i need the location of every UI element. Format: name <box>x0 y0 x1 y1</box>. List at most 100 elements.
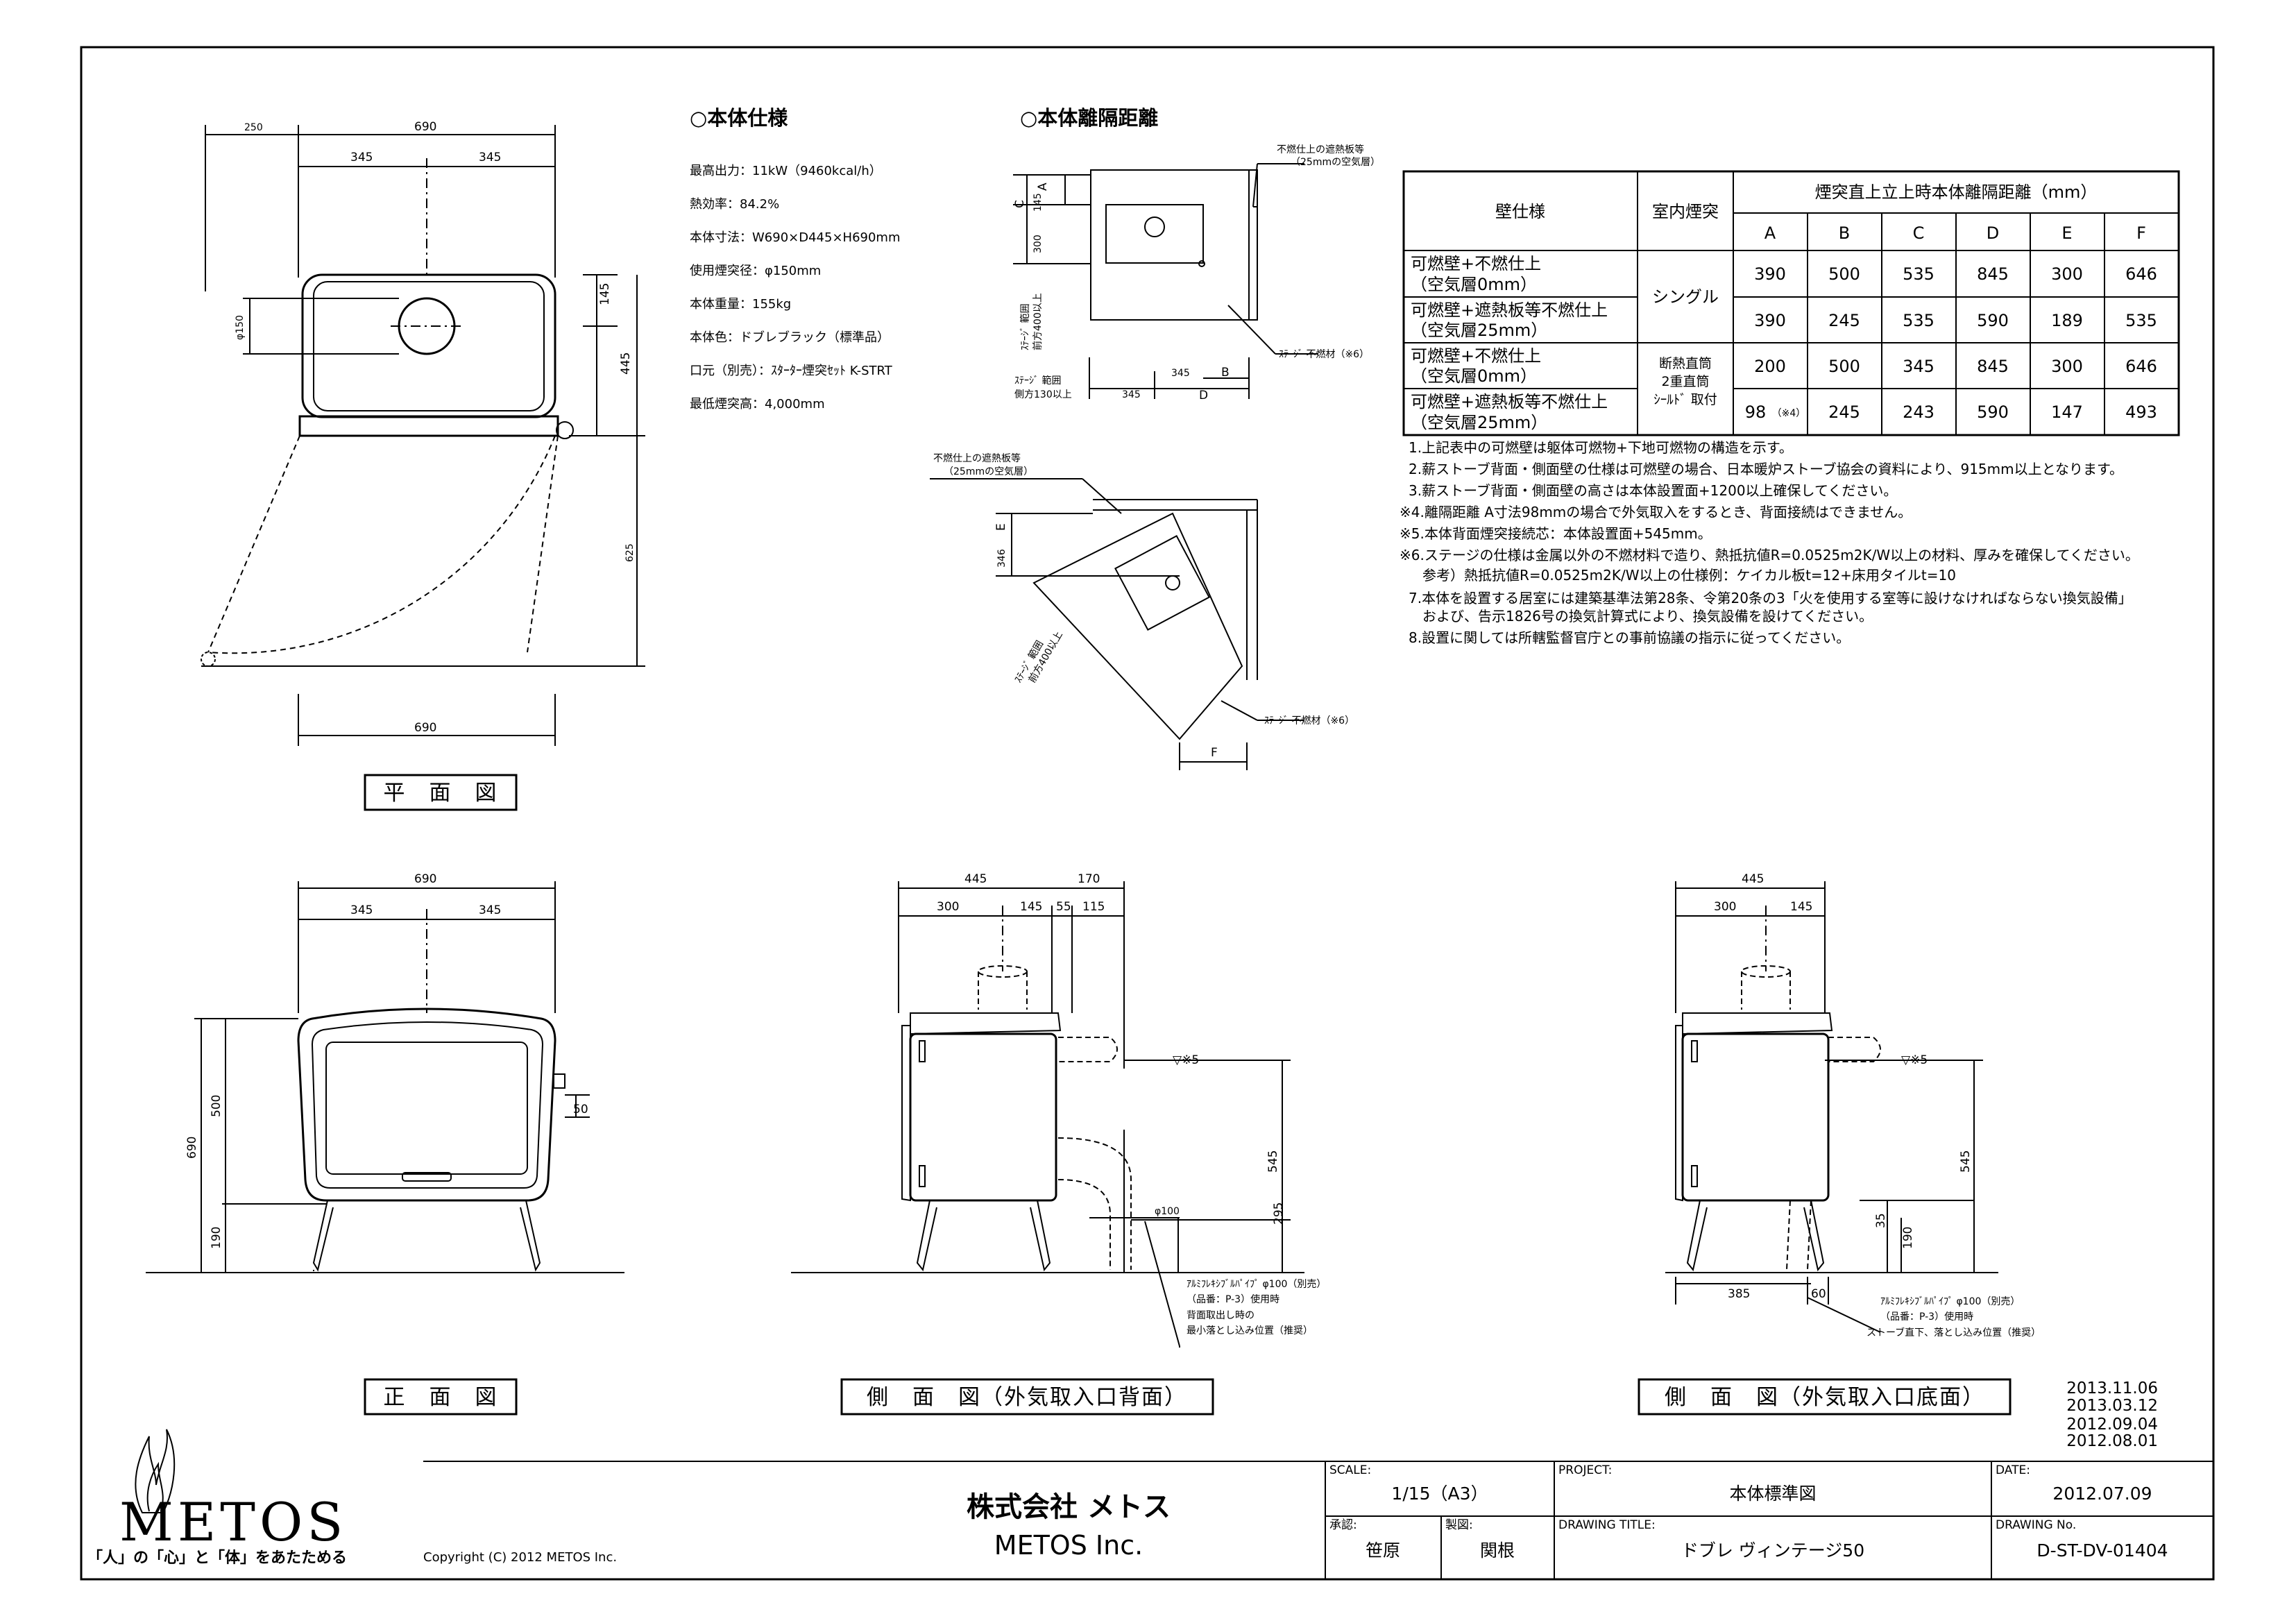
dim-label: 345 <box>1171 368 1190 379</box>
row-wall: （空気層0mm） <box>1411 275 1537 294</box>
front-view-label: 正 面 図 <box>384 1385 498 1410</box>
dim-label: 300 <box>937 900 959 914</box>
mark-5: ▽※5 <box>1901 1053 1928 1067</box>
dim-label: 345 <box>479 903 501 917</box>
th-col: E <box>2061 223 2072 243</box>
table-cell: 300 <box>2051 357 2083 376</box>
dim-label: E <box>994 523 1008 531</box>
table-cell: 245 <box>1828 402 1860 422</box>
th-col: D <box>1987 223 1999 243</box>
spec-line: 最高出力：11kW（9460kcal/h） <box>690 164 882 178</box>
plan-dims: 250 690 345 345 145 445 625 φ150 690 平 面… <box>235 120 636 806</box>
pipe-note: 最小落とし込み位置（推奨） <box>1187 1325 1313 1336</box>
table-text: 壁仕様 室内煙突 煙突直上立上時本体離隔距離（mm） A B C D E F 可… <box>1411 182 2157 432</box>
note-line: 8.設置に関しては所轄監督官庁との事前協議の指示に従ってください。 <box>1409 629 1850 646</box>
table-cell: 535 <box>2125 311 2157 330</box>
title-block: SCALE: 1/15（A3） PROJECT: 本体標準図 DATE: 201… <box>423 1463 2168 1565</box>
clearance-straight <box>1013 163 1318 399</box>
metos-logo: METOS 「人」の「心」と「体」をあたためる <box>87 1429 347 1567</box>
table-cell: 243 <box>1903 402 1934 422</box>
spec-line: 最低煙突高：4,000mm <box>690 397 825 411</box>
row-wall: （空気層25mm） <box>1411 413 1547 432</box>
approved-label: 承認: <box>1329 1518 1357 1532</box>
dim-label: 345 <box>350 151 373 164</box>
th-col: F <box>2136 223 2146 243</box>
dim-label: 35 <box>1874 1213 1888 1228</box>
row-wall: 可燃壁+不燃仕上 <box>1411 254 1541 273</box>
cell-chimney: 断熱直筒 <box>1659 356 1712 371</box>
pipe-note: 背面取出し時の <box>1187 1310 1255 1321</box>
spec-line: 使用煙突径：φ150mm <box>690 264 821 278</box>
side-view-bottom-label: 側 面 図（外気取入口底面） <box>1665 1385 1985 1410</box>
revision-date: 2012.09.04 <box>2066 1416 2158 1434</box>
revision-date: 2013.03.12 <box>2066 1397 2158 1415</box>
table-cell: 200 <box>1754 357 1786 376</box>
clearance-straight-labels: 不燃仕上の遮熱板等 （25mmの空気層） A C 145 300 ｽﾃｰｼﾞ 範… <box>1013 144 1380 402</box>
table-cell: 390 <box>1754 311 1786 330</box>
side-view-bottom-dims: 445 300 145 ▽※5 545 35 190 385 60 ｱﾙﾐﾌﾚｷ… <box>1665 872 2041 1410</box>
logo-tagline: 「人」の「心」と「体」をあたためる <box>87 1549 347 1567</box>
shield-sub: （25mmの空気層） <box>944 466 1033 477</box>
table-cell: 345 <box>1903 357 1934 376</box>
clearance-corner-labels: 不燃仕上の遮熱板等 （25mmの空気層） E 346 ｽﾃｰｼﾞ 範囲 前方40… <box>933 452 1354 760</box>
th-distance: 煙突直上立上時本体離隔距離（mm） <box>1815 182 2098 202</box>
table-cell: 245 <box>1828 311 1860 330</box>
note4-mark: （※4） <box>1772 408 1806 419</box>
stage-range: ｽﾃｰｼﾞ 範囲 <box>1019 304 1031 350</box>
date-label: DATE: <box>1996 1463 2030 1477</box>
row-wall: 可燃壁+不燃仕上 <box>1411 346 1541 366</box>
clearance-title: ○本体離隔距離 <box>1020 106 1158 130</box>
front-view <box>146 881 624 1416</box>
note-line: 1.上記表中の可燃壁は躯体可燃物+下地可燃物の構造を示す。 <box>1409 439 1793 456</box>
dim-label: 690 <box>414 872 436 886</box>
side-view-rear <box>791 881 1304 1416</box>
cell-chimney: シングル <box>1652 287 1719 307</box>
side-view-rear-dims: 445 170 300 145 55 115 ▽※5 545 295 φ100 … <box>867 872 1326 1410</box>
dim-label: 545 <box>1266 1150 1280 1173</box>
dim-label: 145 <box>598 283 612 305</box>
dim-label: C <box>1013 200 1027 208</box>
spec-line: 本体寸法：W690×D445×H690mm <box>690 230 901 245</box>
plan-view-label: 平 面 図 <box>384 781 498 806</box>
table-cell: 590 <box>1977 311 2009 330</box>
clearance-block: ○本体離隔距離 <box>1020 106 1158 130</box>
logo-name: METOS <box>119 1491 347 1553</box>
dim-label: 60 <box>1811 1287 1826 1301</box>
th-col: B <box>1839 223 1850 243</box>
table-cell: 535 <box>1903 311 1934 330</box>
spec-block: ○本体仕様 最高出力：11kW（9460kcal/h） 熱効率：84.2% 本体… <box>690 106 901 411</box>
note-line: 3.薪ストーブ背面・側面壁の高さは本体設置面+1200以上確保してください。 <box>1409 482 1897 499</box>
row-wall: （空気層25mm） <box>1411 321 1547 340</box>
th-chimney: 室内煙突 <box>1652 202 1719 221</box>
stage-range: ｽﾃｰｼﾞ 範囲 <box>1014 375 1061 386</box>
dim-label: 385 <box>1728 1287 1750 1301</box>
spec-line: 本体重量：155kg <box>690 297 791 312</box>
clearance-corner <box>930 478 1304 770</box>
row-wall: 可燃壁+遮熱板等不燃仕上 <box>1411 300 1608 320</box>
note-line: 参考）熱抵抗値R=0.0525m2K/W以上の仕様例：ケイカル板t=12+床用タ… <box>1409 567 1956 584</box>
row-wall: （空気層0mm） <box>1411 366 1537 386</box>
clearance-table <box>1402 170 2180 436</box>
table-cell: 535 <box>1903 264 1934 284</box>
dim-label: 345 <box>479 151 501 164</box>
drawing-no-label: DRAWING No. <box>1996 1518 2076 1532</box>
pipe-note: （品番：P-3）使用時 <box>1187 1293 1279 1305</box>
dim-label: 690 <box>185 1137 199 1159</box>
note-line: 2.薪ストーブ背面・側面壁の仕様は可燃壁の場合、日本暖炉ストーブ協会の資料により… <box>1409 461 2123 477</box>
pipe-note: ｱﾙﾐﾌﾚｷｼﾌﾞﾙﾊﾟｲﾌﾟ φ100（別売） <box>1187 1279 1326 1290</box>
table-cell: 300 <box>2051 264 2083 284</box>
title-label: DRAWING TITLE: <box>1558 1518 1656 1532</box>
table-cell: 845 <box>1977 357 2009 376</box>
drawing-no-value: D-ST-DV-01404 <box>2036 1540 2168 1561</box>
copyright: Copyright (C) 2012 METOS Inc. <box>423 1550 617 1565</box>
dim-label: 346 <box>996 549 1007 568</box>
note-line: ※6.ステージの仕様は金属以外の不燃材料で造り、熱抵抗値R=0.0525m2K/… <box>1400 547 2139 563</box>
dim-label: 170 <box>1078 872 1100 886</box>
spec-title: ○本体仕様 <box>690 106 788 130</box>
pipe-note: ストーブ直下、落とし込み位置（推奨） <box>1866 1327 2041 1339</box>
table-cell: 147 <box>2051 402 2083 422</box>
table-cell: 646 <box>2125 357 2157 376</box>
dim-label: 545 <box>1959 1150 1973 1173</box>
scale-label: SCALE: <box>1329 1463 1371 1477</box>
